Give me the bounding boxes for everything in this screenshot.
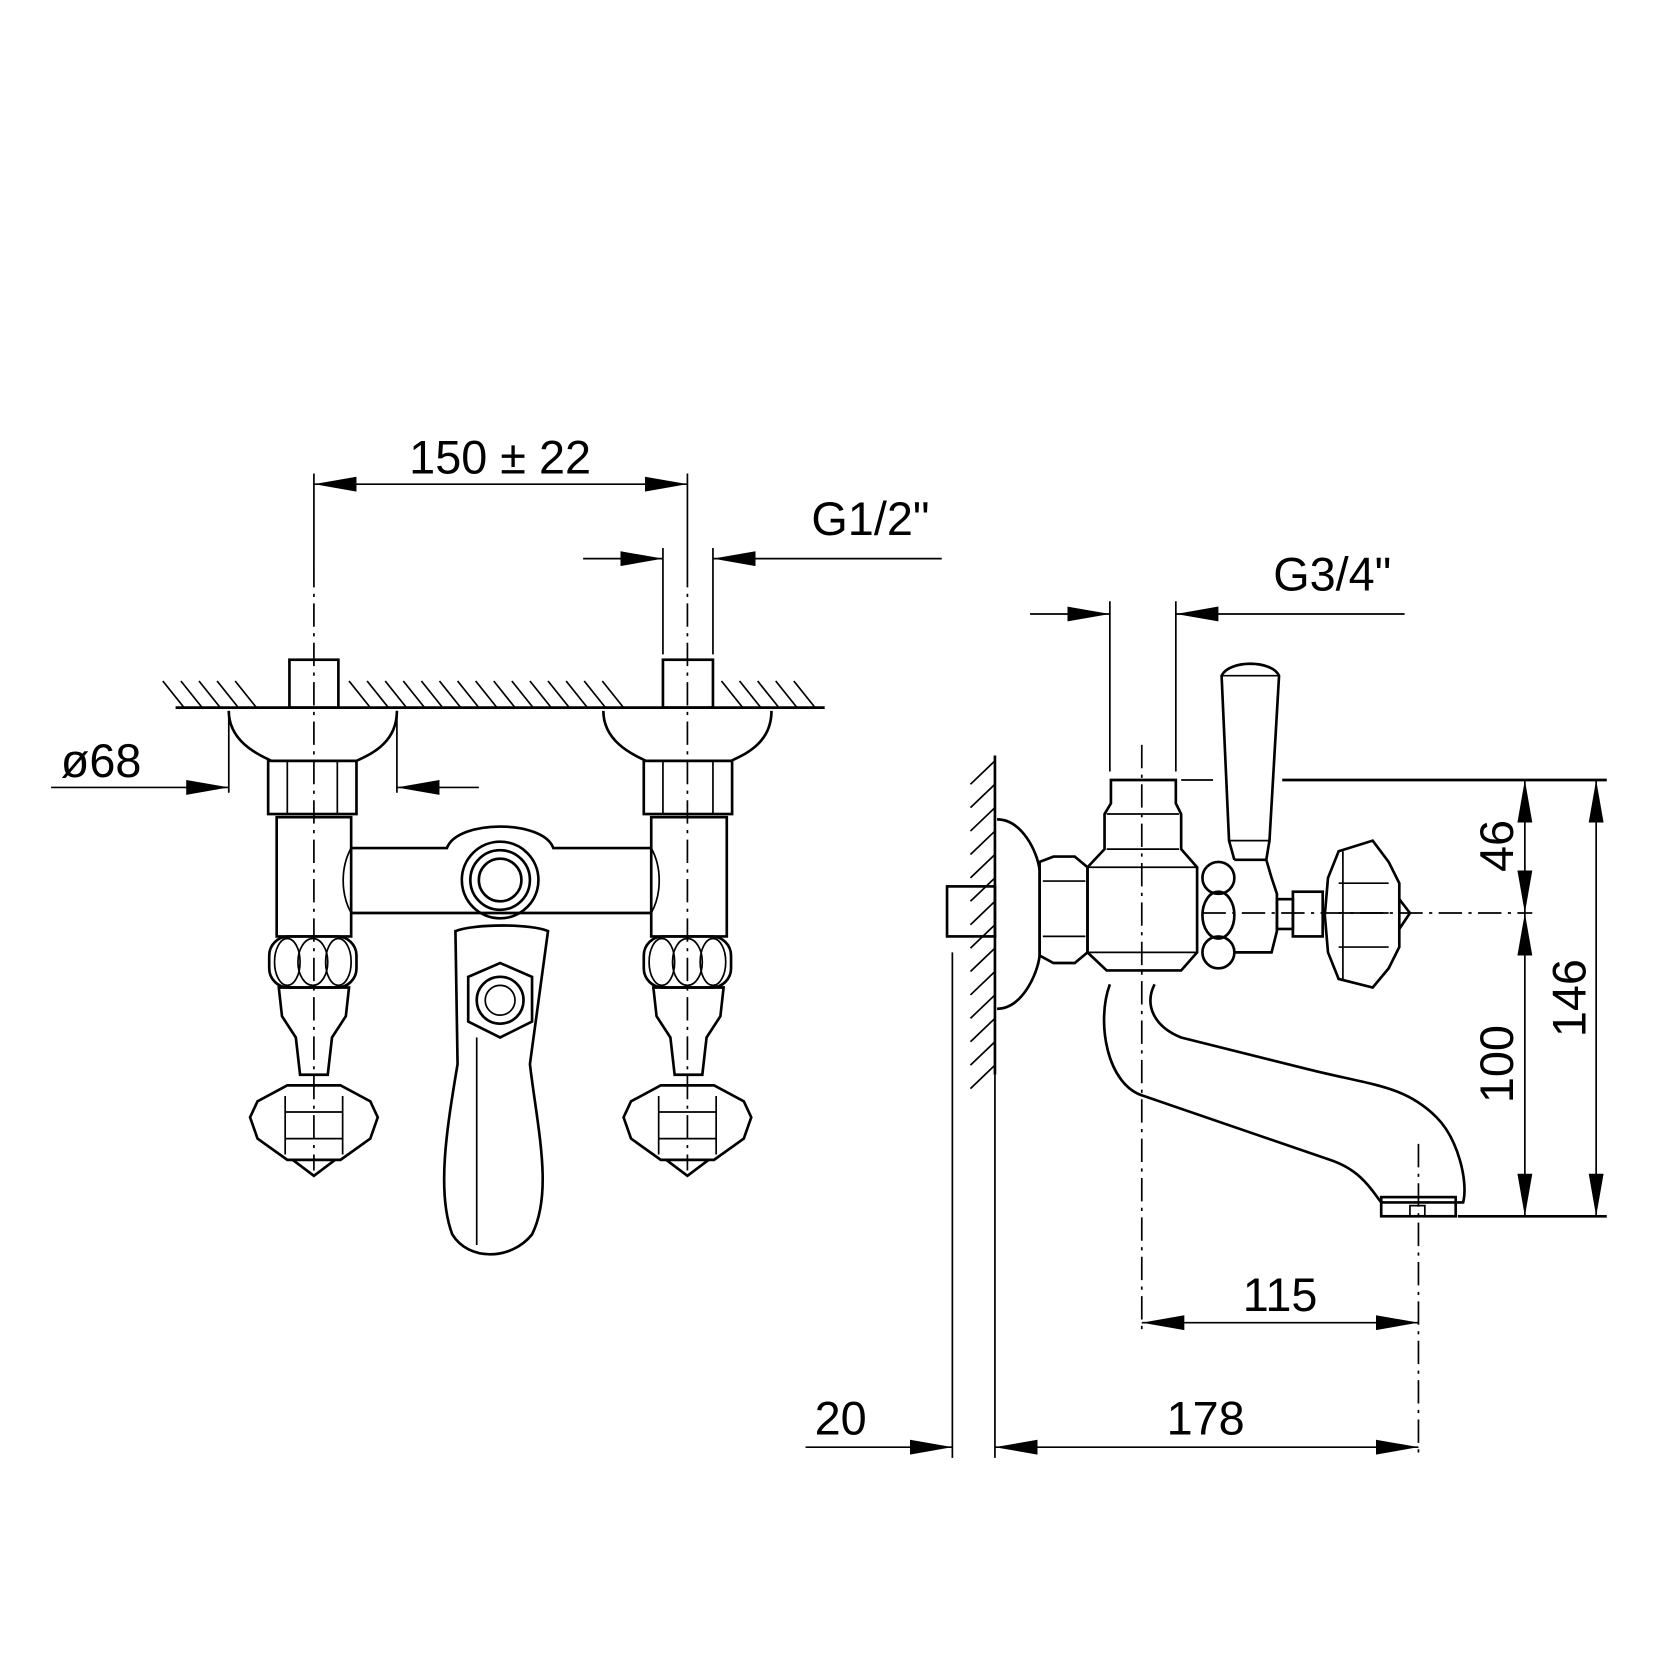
- dimension-label: 178: [1167, 1392, 1245, 1444]
- dimension-projections: 115 20 178: [805, 952, 1419, 1458]
- side-centerlines: [1140, 744, 1533, 1458]
- dimension-label: 115: [1243, 1269, 1318, 1321]
- dimension-label: 46: [1471, 820, 1523, 872]
- front-view: 150 ± 22 G1/2" ø68: [51, 432, 942, 1256]
- side-view: G3/4" 46 100 146 115 20 178: [805, 549, 1607, 1458]
- centerlines: [313, 563, 689, 1171]
- side-wall: [969, 755, 997, 1090]
- dimension-label: 146: [1544, 959, 1596, 1037]
- inlet-pipes: [288, 658, 715, 709]
- dimension-label: 150 ± 22: [409, 432, 591, 484]
- dimension-label: G3/4": [1273, 549, 1391, 601]
- dimension-diameter: ø68: [51, 710, 479, 795]
- side-body: [945, 662, 1466, 1218]
- rosettes: [227, 710, 773, 816]
- wall-hatching: [162, 680, 825, 709]
- dimension-label: G1/2": [811, 493, 929, 545]
- dimension-heights: 46 100 146: [1181, 778, 1607, 1218]
- right-valve: [622, 935, 753, 1178]
- dimension-g12: G1/2": [583, 493, 942, 655]
- left-valve: [248, 935, 380, 1178]
- dimension-label: ø68: [61, 735, 142, 787]
- dimension-label: 20: [815, 1392, 867, 1444]
- spout-front: [442, 924, 550, 1256]
- dimension-150: 150 ± 22: [313, 432, 689, 564]
- dimension-label: 100: [1471, 1025, 1523, 1103]
- mixer-body: [275, 815, 729, 938]
- dimension-g34: G3/4": [1030, 549, 1405, 772]
